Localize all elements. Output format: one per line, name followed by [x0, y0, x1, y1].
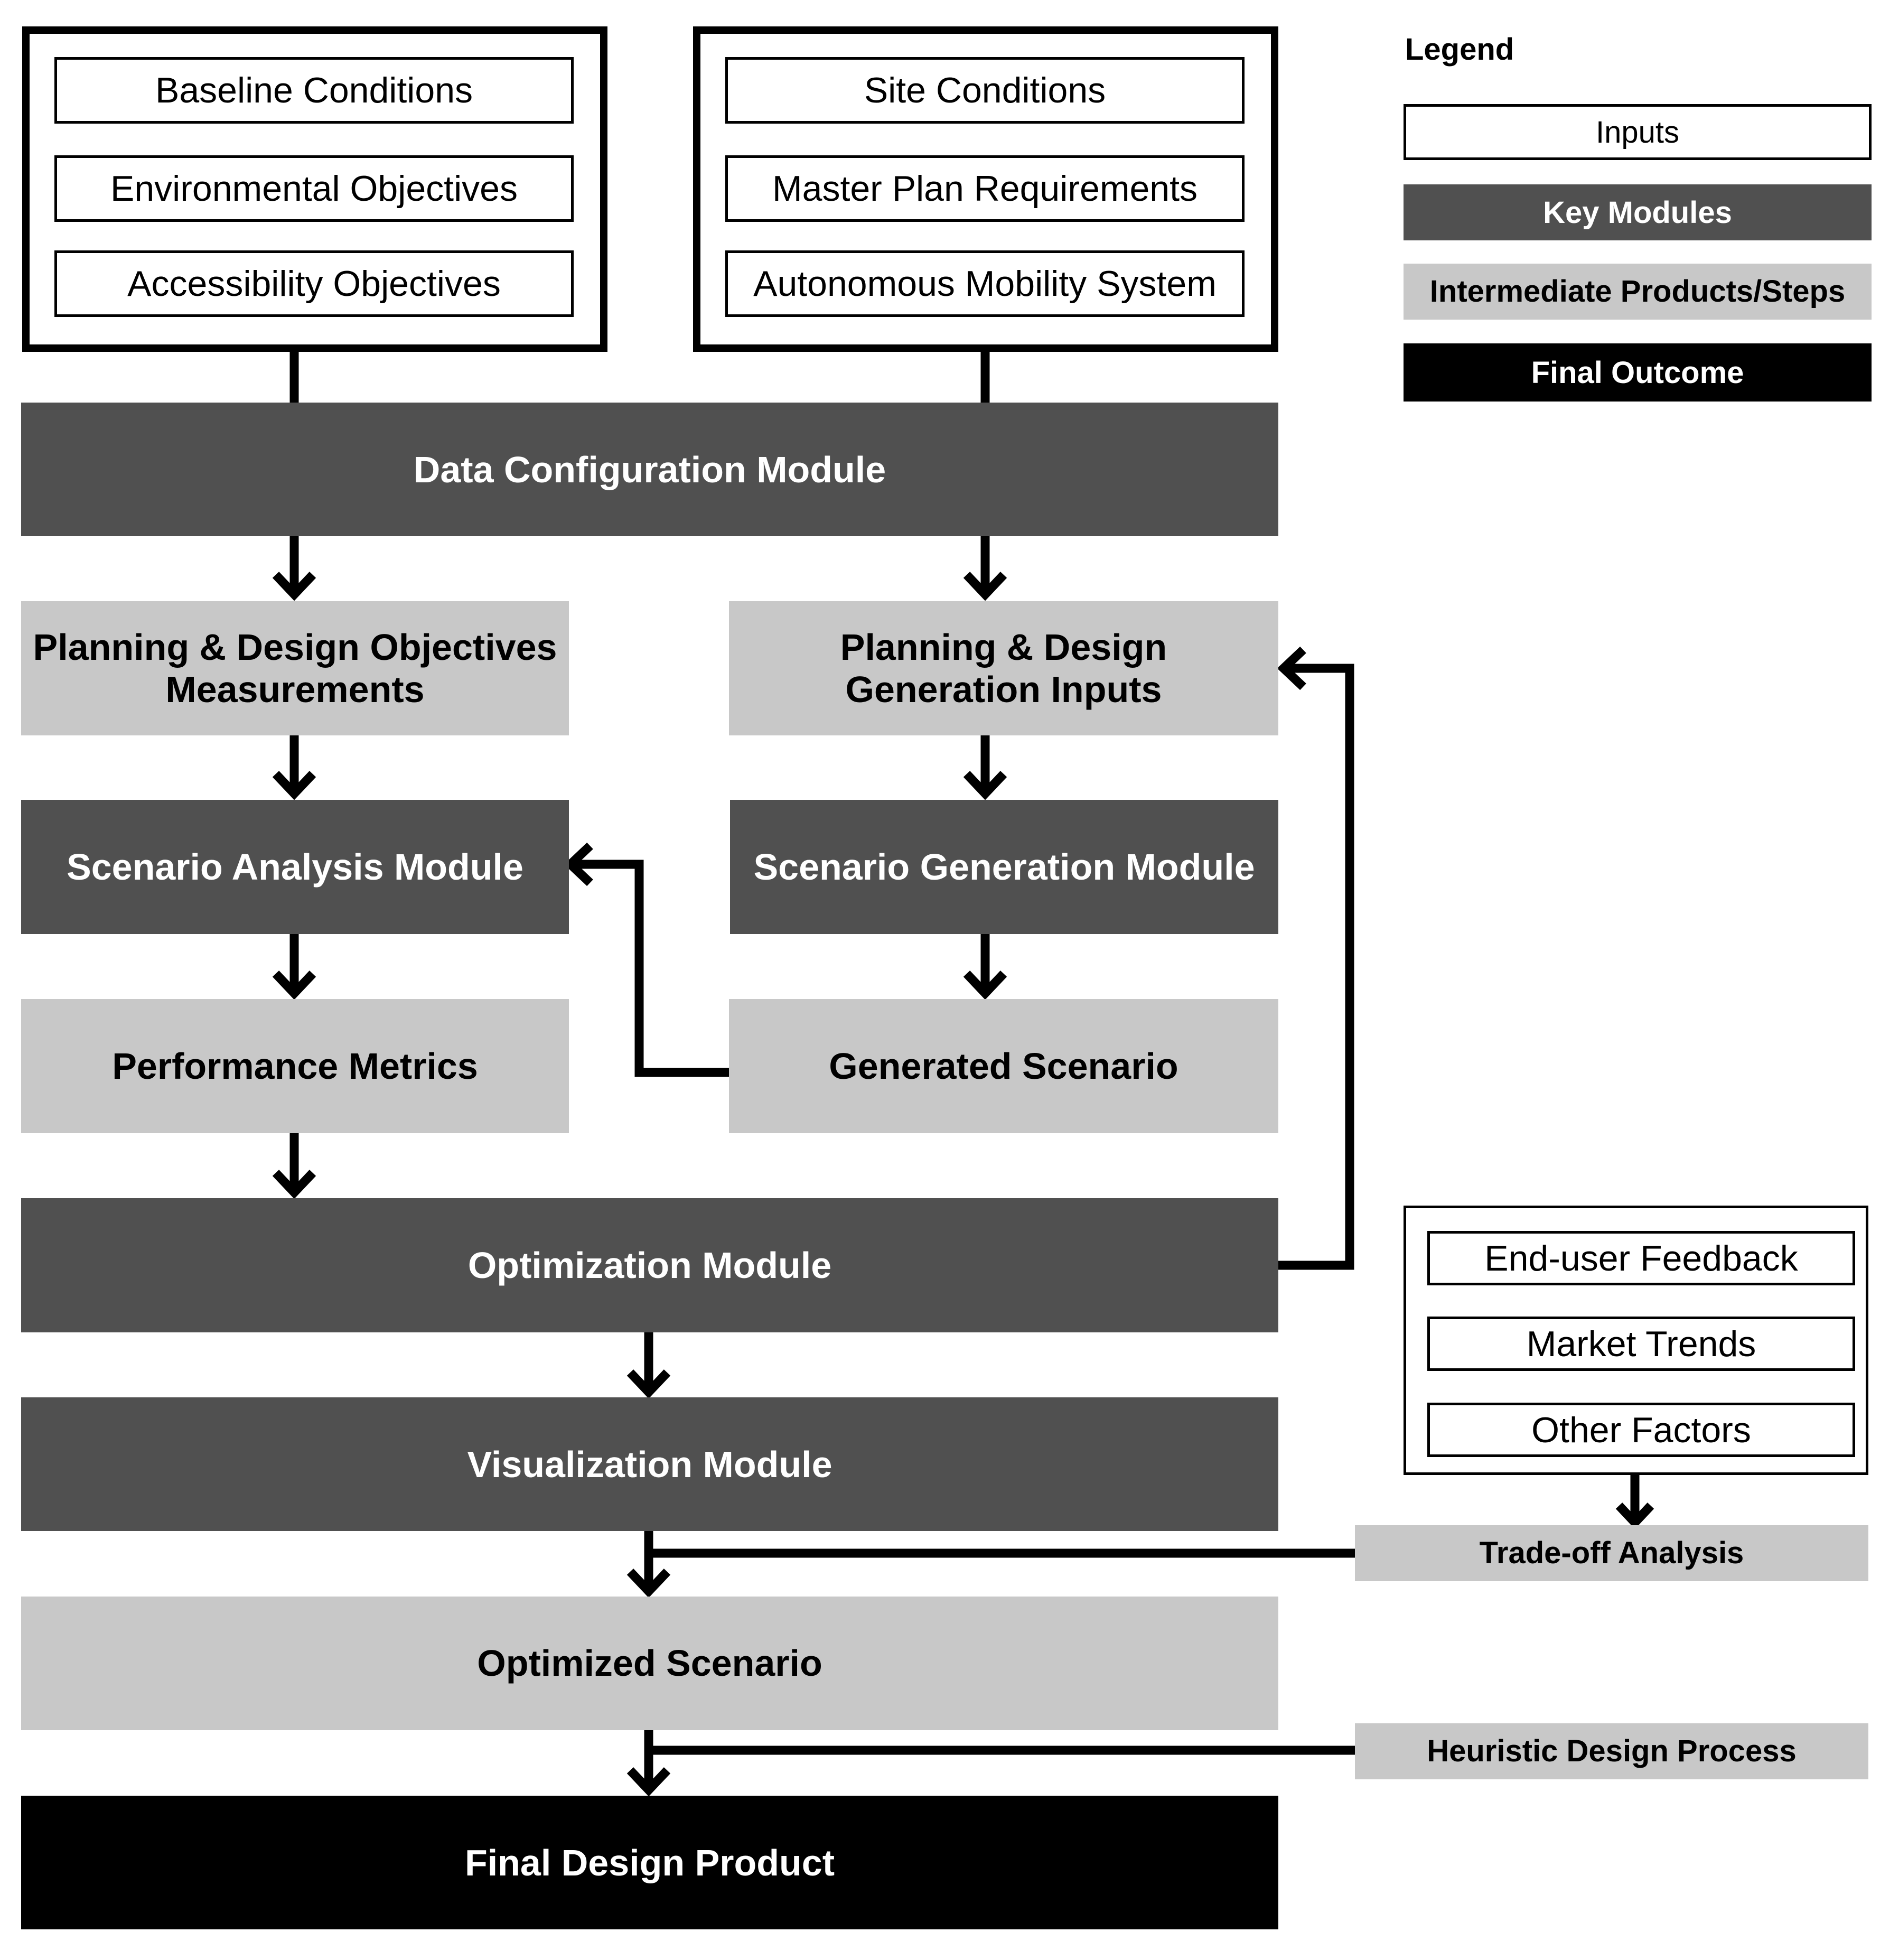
- arrowhead-generation: [963, 771, 1007, 800]
- arrowhead-tradeoff: [1615, 1502, 1654, 1529]
- input-market-trends: Market Trends: [1427, 1317, 1855, 1371]
- final-design-product: Final Design Product: [21, 1796, 1278, 1929]
- arrowhead-analysis-feedback: [564, 842, 593, 886]
- legend-title: Legend: [1405, 32, 1514, 67]
- legend-key-modules: Key Modules: [1404, 184, 1872, 240]
- arrowhead-inputs-loop: [1277, 646, 1306, 690]
- tradeoff-analysis-step: Trade-off Analysis: [1355, 1525, 1868, 1581]
- input-master-plan-requirements: Master Plan Requirements: [725, 155, 1245, 222]
- arrow-optimization-to-inputs: [1277, 664, 1354, 1270]
- input-end-user-feedback: End-user Feedback: [1427, 1231, 1855, 1285]
- generated-scenario-step: Generated Scenario: [729, 999, 1278, 1133]
- generation-inputs-step: Planning & Design Generation Inputs: [729, 601, 1278, 735]
- scenario-analysis-module: Scenario Analysis Module: [21, 800, 569, 934]
- heuristic-design-process-step: Heuristic Design Process: [1355, 1723, 1868, 1779]
- arrowhead-generated-scenario: [963, 970, 1007, 1000]
- input-environmental-objectives: Environmental Objectives: [54, 155, 574, 222]
- input-baseline-conditions: Baseline Conditions: [54, 57, 574, 124]
- objectives-line-1: Planning & Design Objectives: [33, 626, 557, 668]
- generation-inputs-line-1: Planning & Design: [840, 626, 1167, 668]
- arrowhead-visualization: [626, 1369, 671, 1399]
- arrow-scenario-to-analysis: [570, 860, 729, 1077]
- arrowhead-objectives: [272, 572, 316, 601]
- arrowhead-optimized: [626, 1569, 671, 1598]
- arrowhead-performance: [272, 970, 316, 1000]
- legend-intermediate: Intermediate Products/Steps: [1404, 264, 1872, 320]
- visualization-module: Visualization Module: [21, 1397, 1278, 1531]
- optimization-module: Optimization Module: [21, 1198, 1278, 1332]
- performance-metrics-step: Performance Metrics: [21, 999, 569, 1133]
- arrowhead-final: [626, 1767, 671, 1797]
- generation-inputs-line-2: Generation Inputs: [845, 669, 1162, 710]
- input-site-conditions: Site Conditions: [725, 57, 1245, 124]
- arrowhead-optimization: [272, 1170, 316, 1199]
- legend-final-outcome: Final Outcome: [1404, 343, 1872, 402]
- optimized-scenario-step: Optimized Scenario: [21, 1597, 1278, 1730]
- objectives-measurements-step: Planning & Design Objectives Measurement…: [21, 601, 569, 735]
- scenario-generation-module: Scenario Generation Module: [730, 800, 1278, 934]
- arrowhead-analysis: [272, 771, 316, 800]
- input-other-factors: Other Factors: [1427, 1403, 1855, 1457]
- legend-inputs: Inputs: [1404, 104, 1872, 160]
- input-accessibility-objectives: Accessibility Objectives: [54, 250, 574, 317]
- input-autonomous-mobility-system: Autonomous Mobility System: [725, 250, 1245, 317]
- objectives-line-2: Measurements: [165, 669, 425, 710]
- arrowhead-generation-inputs: [963, 572, 1007, 601]
- data-configuration-module: Data Configuration Module: [21, 403, 1278, 536]
